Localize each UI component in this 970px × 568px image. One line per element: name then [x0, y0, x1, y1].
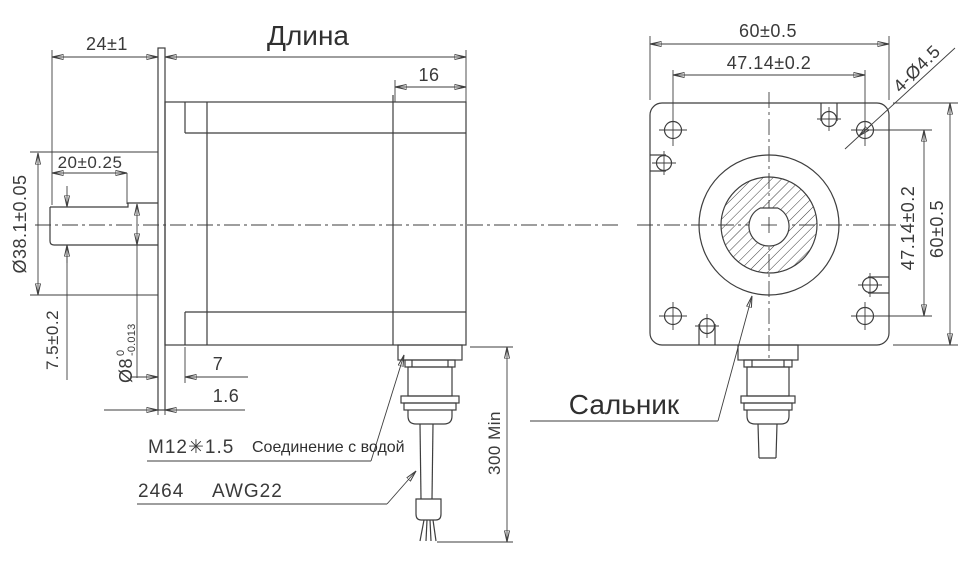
dim-pilot-diameter: Ø38.1±0.05: [10, 175, 30, 274]
motor-body: [164, 101, 467, 346]
dim-flange-height: 60±0.5: [927, 200, 947, 258]
cable-boot: [415, 498, 442, 521]
side-view: 24±1 Длина 16 20±0.25 Ø38.1±0.05 7.5±0.2…: [10, 20, 618, 543]
shaft-tol-lower: -0.013: [126, 324, 138, 356]
cable-gland-front: [737, 344, 799, 459]
water-connection-label: Соединение с водой: [252, 439, 405, 456]
cable-spec-label: 2464: [138, 481, 184, 502]
dim-flange-width: 60±0.5: [739, 21, 797, 41]
dim-rear-cap: 16: [418, 65, 439, 85]
dim-flat-depth: 7.5±0.2: [43, 310, 62, 370]
shaft-flat: [50, 202, 158, 208]
dim-shaft-extension: 24±1: [86, 34, 128, 54]
assembly-screws: [650, 103, 889, 345]
dim-bolt-spacing-v: 47.14±0.2: [898, 186, 918, 270]
dim-flange-thickness: 1.6: [213, 386, 240, 406]
shaft-tol-upper: 0: [115, 350, 127, 356]
pilot-boss-circle: [698, 154, 840, 296]
shaft-dia-text: Ø8: [116, 358, 136, 383]
dim-front-cap: 7: [213, 354, 224, 374]
shaft-outline: [49, 207, 158, 246]
cable-gauge-label: AWG22: [212, 481, 283, 502]
length-title: Длина: [267, 20, 349, 51]
dim-shaft-diameter: Ø8 0 -0.013: [115, 324, 138, 383]
gland-thread-label: M12✳1.5: [148, 437, 234, 458]
dim-cable-min-length: 300 Min: [485, 411, 504, 475]
seal-label: Сальник: [569, 389, 680, 420]
front-view: 60±0.5 47.14±0.2 4-Ø4.5 47.14±0.2 60±0.5…: [530, 21, 958, 459]
dim-mounting-holes: 4-Ø4.5: [889, 41, 944, 96]
dim-flat-length: 20±0.25: [58, 153, 123, 172]
dim-bolt-spacing-h: 47.14±0.2: [727, 53, 811, 73]
cable-gland-side: [397, 344, 463, 542]
flange-plate: [157, 47, 166, 411]
